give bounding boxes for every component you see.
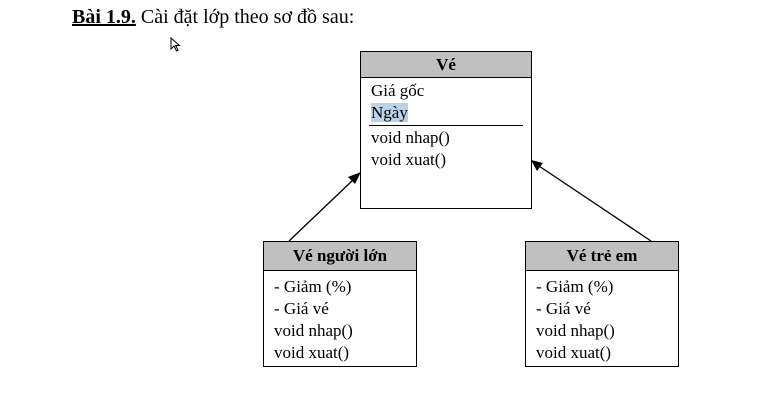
arrowhead-child [531,160,543,171]
exercise-instruction: Cài đặt lớp theo sơ đồ sau: [135,6,355,28]
arrowhead-adult [348,172,361,184]
class-name: Vé người lớn [264,242,416,271]
attribute-gia-goc: Giá gốc [371,81,425,100]
class-box-ve: Vé Giá gốc Ngày void nhap() void xuat() [360,51,532,209]
inheritance-arrow-adult [288,179,354,242]
inheritance-arrow-child [538,165,652,242]
class-members: - Giảm (%) - Giá vé void nhap() void xua… [264,271,416,364]
method-xuat: void xuat() [536,343,612,362]
attribute-giam: - Giảm (%) [274,277,352,296]
class-attributes: Giá gốc Ngày [361,78,531,124]
mouse-pointer-icon [170,37,181,52]
attribute-gia-ve: - Giá vé [274,299,329,318]
exercise-number: Bài 1.9. [72,6,136,28]
attribute-giam: - Giảm (%) [536,277,614,296]
method-nhap: void nhap() [371,128,450,147]
method-nhap: void nhap() [274,321,353,340]
selected-text: Ngày [371,103,408,122]
attribute-ngay: Ngày [361,102,531,124]
class-box-ve-nguoi-lon: Vé người lớn - Giảm (%) - Giá vé void nh… [263,241,417,367]
attribute-gia-ve: - Giá vé [536,299,591,318]
class-box-ve-tre-em: Vé trẻ em - Giảm (%) - Giá vé void nhap(… [525,241,679,367]
attribute-method-divider [369,125,523,126]
method-xuat: void xuat() [371,150,447,169]
exercise-heading: Bài 1.9. Cài đặt lớp theo sơ đồ sau: [72,5,354,29]
class-methods: void nhap() void xuat() [361,127,531,171]
class-name: Vé trẻ em [526,242,678,271]
method-nhap: void nhap() [536,321,615,340]
class-name: Vé [361,52,531,78]
method-xuat: void xuat() [274,343,350,362]
class-members: - Giảm (%) - Giá vé void nhap() void xua… [526,271,678,364]
